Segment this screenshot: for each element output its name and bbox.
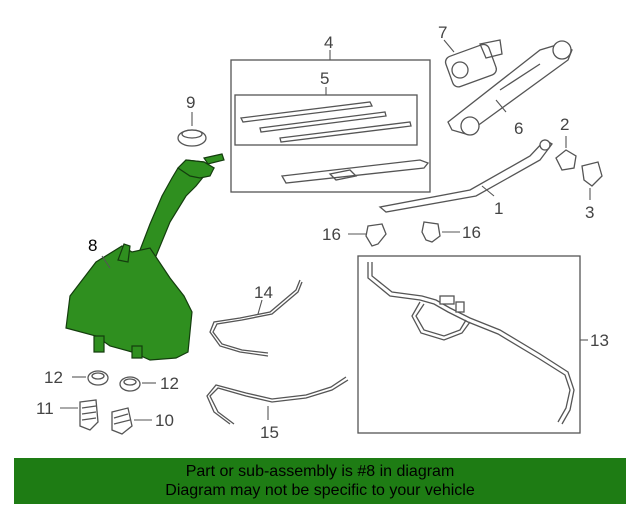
callout-3: 3 bbox=[585, 203, 594, 222]
callout-10: 10 bbox=[155, 411, 174, 430]
washer-reservoir bbox=[65, 153, 225, 361]
info-banner: Part or sub-assembly is #8 in diagram Di… bbox=[14, 458, 626, 504]
callout-7: 7 bbox=[438, 23, 447, 42]
washer-pump-left bbox=[79, 399, 99, 431]
callout-1: 1 bbox=[494, 199, 503, 218]
callout-9: 9 bbox=[186, 93, 195, 112]
pivot-nut-cover bbox=[581, 161, 603, 187]
banner-line-2: Diagram may not be specific to your vehi… bbox=[165, 482, 475, 499]
callout-11: 11 bbox=[36, 399, 54, 418]
pivot-cap bbox=[555, 149, 577, 171]
washer-hose-14 bbox=[209, 279, 301, 357]
callout-12-left: 12 bbox=[44, 368, 63, 387]
callout-4: 4 bbox=[324, 33, 333, 52]
washer-pump-right bbox=[111, 407, 133, 435]
parts-diagram: 1 2 3 4 5 6 7 8 9 10 11 12 12 13 14 15 1… bbox=[36, 23, 609, 442]
washer-nozzle-right bbox=[421, 221, 441, 243]
callout-5: 5 bbox=[320, 69, 329, 88]
callout-2: 2 bbox=[560, 115, 569, 134]
grommet-right bbox=[119, 376, 141, 392]
grommet-left bbox=[87, 370, 109, 386]
wiper-refill-strips bbox=[240, 101, 412, 143]
hose-assembly-box bbox=[357, 255, 581, 434]
wiper-arm bbox=[378, 139, 553, 213]
callout-14: 14 bbox=[254, 283, 273, 302]
wiper-motor bbox=[444, 39, 503, 88]
callout-13: 13 bbox=[590, 331, 609, 350]
callout-6: 6 bbox=[514, 119, 523, 138]
callout-12-right: 12 bbox=[160, 374, 179, 393]
washer-nozzle-left bbox=[365, 223, 387, 247]
callout-16-left: 16 bbox=[322, 225, 341, 244]
callout-15: 15 bbox=[260, 423, 279, 442]
washer-hose-15 bbox=[209, 379, 349, 425]
banner-line-1: Part or sub-assembly is #8 in diagram bbox=[185, 463, 455, 480]
callout-16-right: 16 bbox=[462, 223, 481, 242]
washer-hose-assembly bbox=[367, 262, 575, 425]
wiper-linkage bbox=[447, 40, 573, 136]
reservoir-cap bbox=[177, 129, 207, 147]
wiper-blade bbox=[280, 159, 430, 184]
callout-8: 8 bbox=[88, 236, 97, 255]
